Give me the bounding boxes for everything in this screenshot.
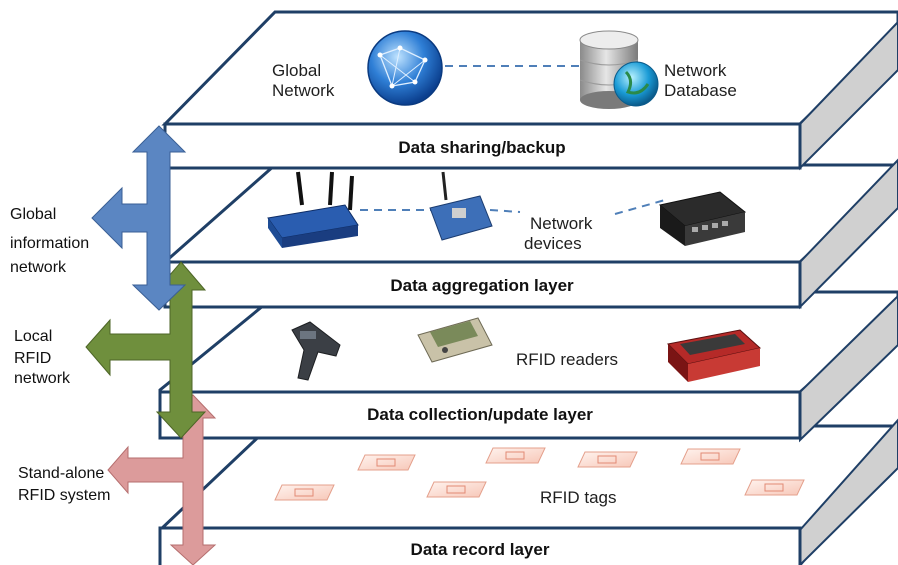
rfid-reader-box-icon	[666, 329, 762, 382]
rfid-tag-icon	[485, 447, 546, 464]
rfid-tag-icon	[577, 451, 638, 468]
network-switch-icon	[658, 191, 747, 246]
network-database-caption: Network Database	[664, 61, 737, 100]
local-rfid-arrow	[85, 261, 207, 439]
rfid-handheld-reader-icon	[291, 321, 341, 381]
rfid-tag-icon	[426, 481, 487, 498]
rfid-tag-icon	[357, 454, 416, 471]
layer-label-collection: Data collection/update layer	[367, 405, 593, 424]
network-devices-caption: Network devices	[524, 214, 597, 253]
dashed-link	[489, 209, 521, 213]
dashed-link	[614, 199, 666, 215]
layer-label-aggregation: Data aggregation layer	[390, 276, 574, 295]
wireless-router-icon	[267, 171, 359, 248]
rfid-tag-icon	[274, 484, 335, 501]
standalone-rfid-arrow	[107, 394, 217, 565]
layer-data-collection: Data collection/update layer	[158, 290, 898, 443]
layer-label-sharing: Data sharing/backup	[398, 138, 565, 157]
database-icon	[579, 30, 659, 109]
global-network-caption: Global Network	[272, 61, 335, 100]
layer-data-sharing: Data sharing/backup	[161, 10, 898, 171]
rfid-tag-icon	[680, 448, 741, 465]
layer-label-record: Data record layer	[411, 540, 550, 559]
rfid-tags: RFID tags	[274, 447, 805, 507]
rfid-readers-caption: RFID readers	[516, 350, 618, 369]
rfid-tag-icon	[744, 479, 805, 496]
rfid-reader-board-icon	[417, 317, 493, 363]
global-info-network-label: Global information network	[10, 206, 94, 276]
network-board-icon	[429, 171, 493, 241]
rfid-tags-caption: RFID tags	[540, 488, 617, 507]
standalone-rfid-label: Stand-alone RFID system	[18, 465, 110, 504]
global-info-network-arrow	[91, 125, 187, 311]
globe-icon	[367, 30, 443, 106]
local-rfid-network-label: Local RFID network	[14, 328, 71, 387]
